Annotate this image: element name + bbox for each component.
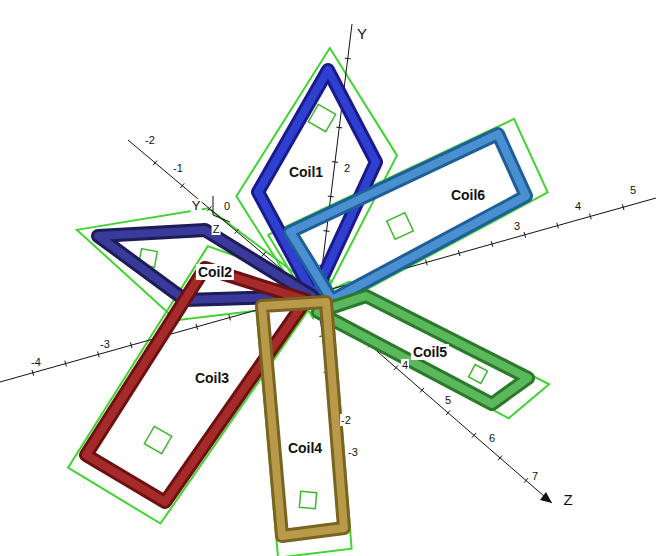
axis-tick — [524, 478, 528, 483]
axis-tick — [524, 232, 526, 238]
axis-tick — [345, 58, 351, 60]
axis-label: -3 — [99, 338, 111, 350]
axis-tick — [420, 388, 424, 393]
inner-square — [299, 491, 316, 508]
axis-tick — [498, 456, 502, 461]
axis-label: Z — [212, 223, 221, 235]
coil-band — [290, 134, 526, 300]
coordinate-axes — [0, 24, 656, 503]
axis-label: 4 — [401, 359, 409, 371]
coil-label: Coil4 — [286, 440, 324, 456]
axis-label: Y — [356, 26, 368, 43]
axis-tick — [446, 411, 450, 416]
axis-tick — [622, 204, 624, 210]
coil: Coil6 — [278, 122, 538, 312]
axis-tick — [491, 241, 493, 247]
coil-band-highlight — [290, 134, 526, 300]
inner-square — [469, 365, 488, 384]
axis-label: 3 — [513, 220, 521, 232]
coil-label: Coil5 — [411, 344, 449, 360]
axis-label: -2 — [144, 134, 156, 146]
axis-tick — [426, 260, 428, 266]
inner-square — [387, 213, 414, 240]
axis-tick — [394, 365, 398, 370]
axis-label: -3 — [347, 446, 359, 458]
axis-tick — [196, 324, 198, 330]
axis-label: 5 — [629, 184, 637, 196]
axis-tick — [32, 370, 34, 376]
axis-tick — [235, 229, 239, 234]
axis-tick — [328, 196, 334, 198]
axis-tick — [590, 214, 592, 220]
coil: Coil5 — [306, 284, 540, 416]
axis-label: 2 — [343, 162, 351, 174]
axis-label: Y — [191, 199, 202, 213]
coil-band-highlight — [262, 302, 344, 536]
housing-outline — [68, 246, 324, 523]
axis-tick — [262, 252, 266, 257]
axis-tick — [336, 127, 342, 129]
axis-tick — [472, 433, 476, 438]
coil-band-highlight — [258, 70, 376, 296]
coil-band — [318, 296, 528, 404]
axis-label: 0 — [223, 200, 231, 212]
axis-arrowhead — [540, 492, 552, 503]
coil-winding — [278, 122, 538, 312]
axis-tick — [207, 206, 211, 211]
axis-label: 4 — [574, 200, 582, 212]
axis-label: -1 — [172, 162, 184, 174]
axis-tick — [557, 223, 559, 229]
inner-square — [144, 426, 171, 453]
coil-label: Coil6 — [449, 187, 487, 203]
axis-tick — [153, 161, 157, 166]
coil-label: Coil2 — [196, 264, 234, 280]
axis-label: Z — [562, 492, 573, 509]
axis-tick — [98, 352, 100, 358]
coil-band — [258, 70, 376, 296]
axis-tick — [458, 250, 460, 256]
coil-label: Coil1 — [287, 164, 325, 180]
axis-label: 6 — [488, 432, 496, 444]
axis-tick — [130, 342, 132, 348]
housing-outlines — [68, 48, 549, 556]
coil-band-highlight — [318, 296, 528, 404]
axis-label: -4 — [30, 356, 42, 368]
axis-tick — [229, 315, 231, 321]
coil-label: Coil3 — [193, 370, 231, 386]
axis-line — [213, 215, 230, 222]
axis-tick — [324, 230, 330, 232]
axis-label: 5 — [444, 394, 452, 406]
axis-label: 7 — [531, 470, 539, 482]
axis-tick — [180, 183, 184, 188]
axis-label: -2 — [340, 414, 352, 426]
axis-tick — [332, 161, 338, 163]
coil-band — [262, 302, 344, 536]
axis-tick — [65, 361, 67, 367]
axis-line — [213, 196, 214, 215]
